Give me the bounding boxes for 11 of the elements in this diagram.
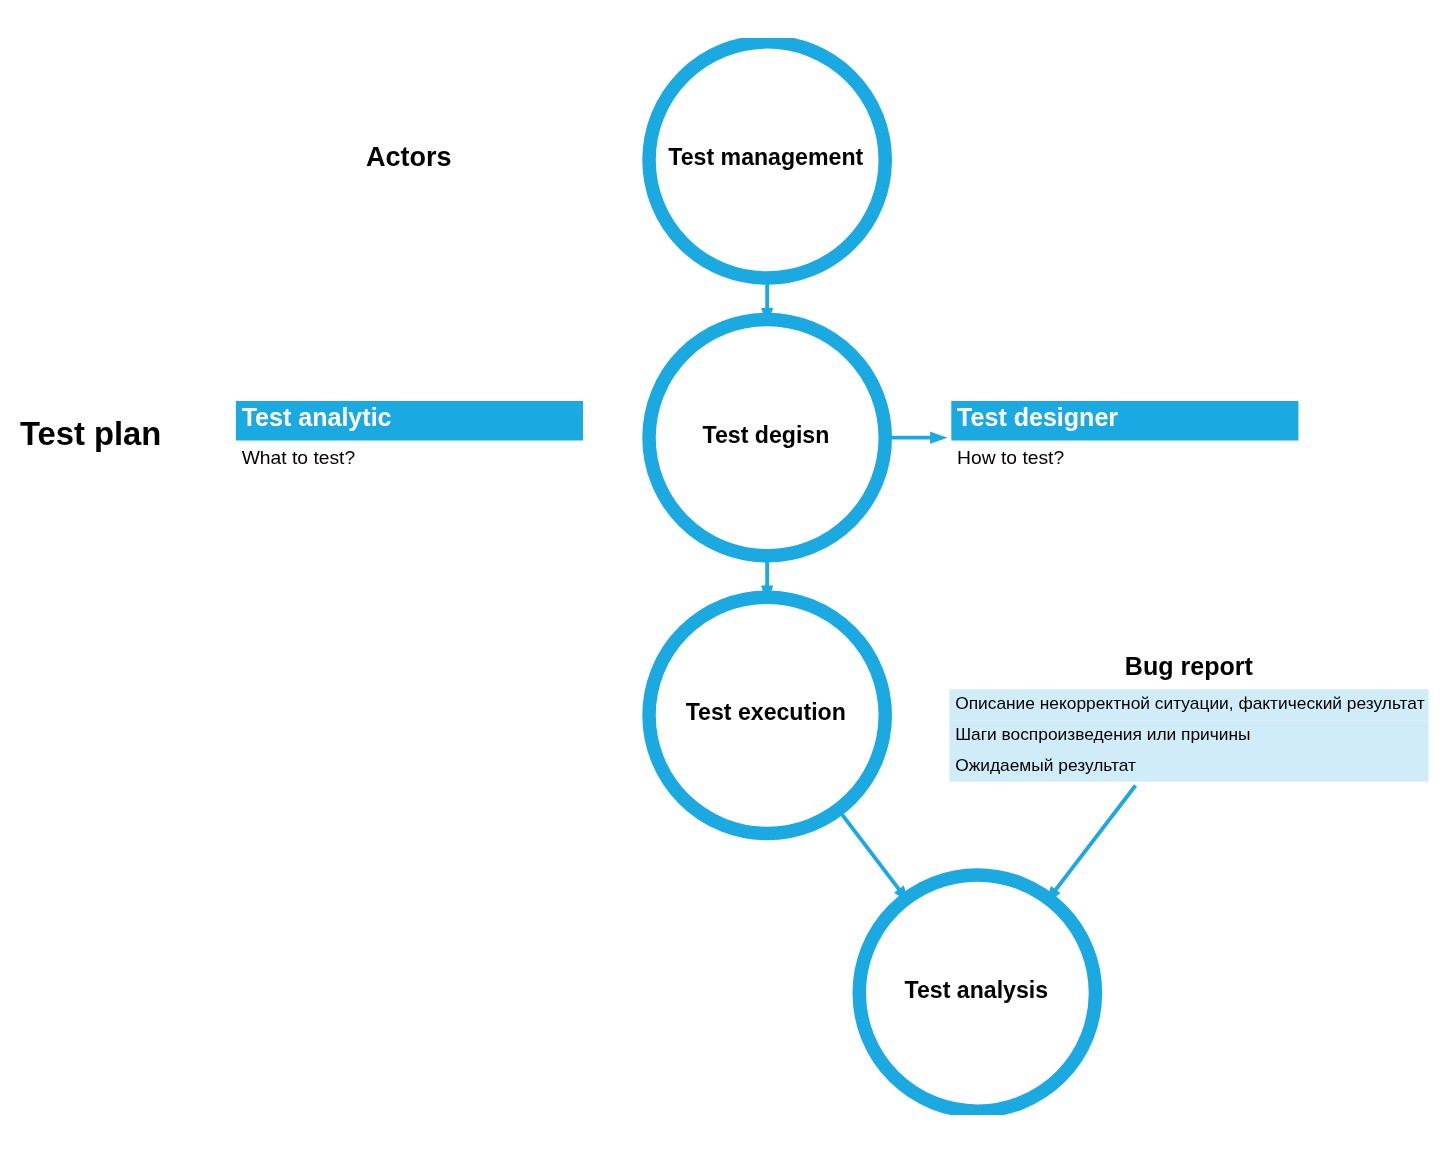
node-label: What to test?	[241, 446, 356, 468]
node-circle: Test management	[642, 38, 892, 285]
node-box: Test designer	[951, 401, 1299, 441]
node-circle: Test degisn	[642, 312, 892, 563]
node-label: How to test?	[957, 446, 1065, 468]
label: Test plan	[19, 415, 162, 453]
node-circle: Test analysis	[852, 868, 1103, 1115]
node-box: Test analytic	[235, 401, 583, 441]
label: Actors	[366, 141, 452, 172]
node-circle: Test execution	[642, 590, 892, 841]
node-label: Bug report	[1124, 651, 1253, 680]
